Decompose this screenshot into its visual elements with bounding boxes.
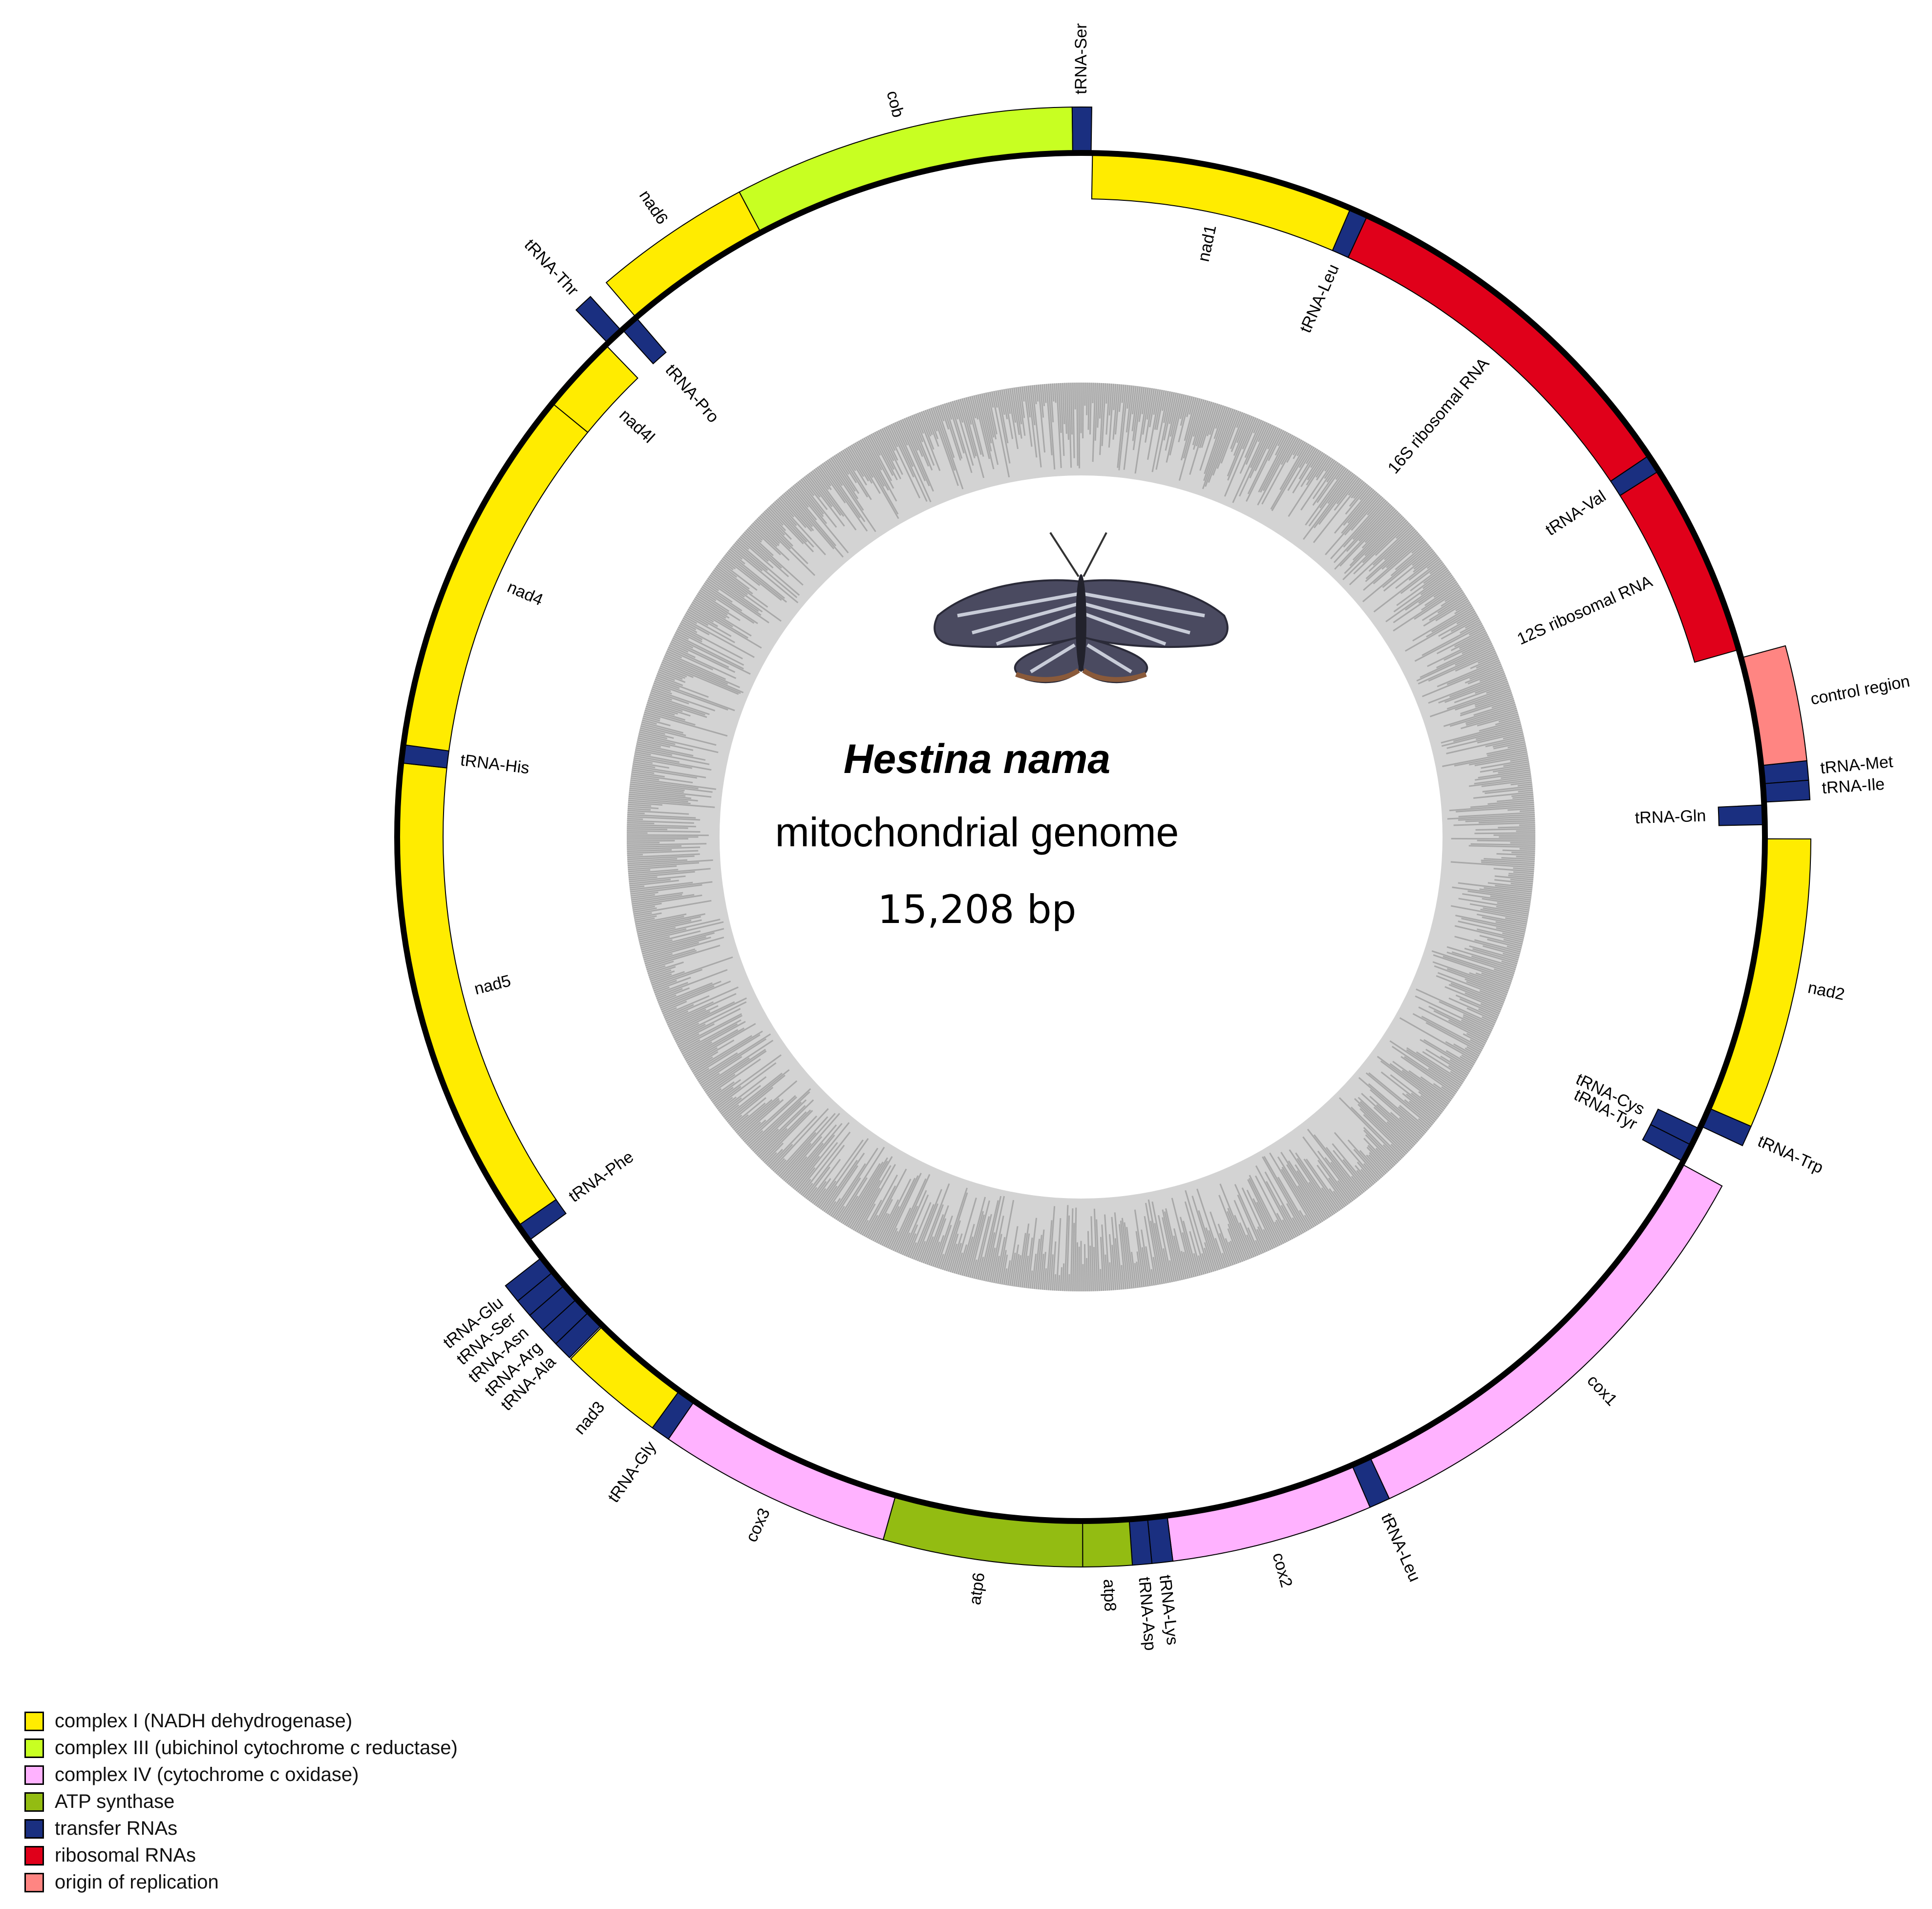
label-trna-trp-4: tRNA-Trp [1755,1132,1826,1177]
label-trna-met-0: tRNA-Met [1820,752,1894,777]
label-trna-val-35: tRNA-Val [1542,487,1609,539]
label-nad4-25: nad4 [505,578,546,609]
genome-size: 15,208 bp [877,887,1077,932]
label-trna-gln-2: tRNA-Gln [1635,807,1706,828]
feature-nad6-29 [605,191,761,317]
gc-content-ring [626,383,1535,1292]
label-nad4l-26: nad4l [616,406,658,447]
legend-swatch [24,1792,44,1812]
legend-label: complex III (ubichinol cytochrome c redu… [55,1737,458,1759]
label-trna-ser-31: tRNA-Ser [1072,23,1090,95]
legend-label: complex IV (cytochrome c oxidase) [55,1764,359,1785]
label-cob-30: cob [883,89,907,120]
legend-item: ribosomal RNAs [24,1842,458,1869]
feature-cox2-9 [1167,1466,1371,1562]
genome-subtitle: mitochondrial genome [775,809,1179,855]
legend-label: transfer RNAs [55,1818,178,1839]
butterfly-image [934,532,1229,684]
legend-item: complex III (ubichinol cytochrome c redu… [24,1735,458,1761]
genome-backbone-circle [394,150,1768,1524]
legend-label: ATP synthase [55,1791,175,1812]
label-cox2-9: cox2 [1269,1551,1296,1589]
legend: complex I (NADH dehydrogenase) complex II… [24,1708,458,1896]
legend-label: complex I (NADH dehydrogenase) [55,1710,353,1732]
label-trna-asp-11: tRNA-Asp [1135,1576,1160,1652]
legend-swatch [24,1738,44,1758]
legend-item: complex I (NADH dehydrogenase) [24,1708,458,1735]
feature-nad4-25 [404,404,589,751]
feature-trna-ile-1 [1764,779,1811,803]
butterfly-wing-border [1015,668,1147,682]
legend-swatch [24,1819,44,1839]
label-trna-gly-15: tRNA-Gly [604,1438,660,1506]
legend-swatch [24,1845,44,1866]
label-atp8-12: atp8 [1100,1579,1119,1612]
species-title: Hestina nama [843,736,1111,782]
label-atp6-13: atp6 [966,1571,989,1606]
feature-cob-30 [739,107,1073,232]
label-trna-thr-27: tRNA-Thr [521,236,582,300]
legend-item: ATP synthase [24,1788,458,1815]
feature-trna-ser-31 [1071,107,1092,152]
label-cox3-14: cox3 [742,1505,774,1545]
label-trna-leu-33: tRNA-Leu [1296,261,1342,336]
feature-atp8-12 [1082,1521,1133,1568]
legend-swatch [24,1711,44,1731]
butterfly-body [1076,574,1086,672]
legend-swatch [24,1765,44,1785]
label-nad1-32: nad1 [1194,223,1220,263]
label-nad6-29: nad6 [636,187,672,228]
label-trna-leu-8: tRNA-Leu [1378,1510,1424,1585]
label-trna-lys-10: tRNA-Lys [1156,1574,1182,1646]
butterfly-wing-pattern [957,592,1205,673]
legend-item: complex IV (cytochrome c oxidase) [24,1761,458,1788]
legend-label: origin of replication [55,1871,219,1893]
feature-cox1-7 [1370,1164,1723,1500]
gc-ring-bars [627,383,1535,1291]
feature-trna-gln-2 [1718,804,1763,826]
legend-swatch [24,1872,44,1892]
label-12s-ribosomal-rna-36: 12S ribosomal RNA [1514,572,1655,649]
label-trna-phe-22: tRNA-Phe [565,1147,637,1206]
label-nad5-23: nad5 [472,971,513,998]
feature-cox3-14 [667,1402,896,1541]
label-16s-ribosomal-rna-34: 16S ribosomal RNA [1384,354,1493,477]
feature-16s-ribosomal-rna-34 [1347,216,1648,482]
butterfly-right-wing [1082,579,1229,684]
feature-trna-asp-11 [1128,1519,1153,1566]
butterfly-left-wing [934,579,1081,684]
label-nad2-3: nad2 [1806,978,1847,1004]
butterfly-antennae [1049,532,1107,578]
label-cox1-7: cox1 [1583,1371,1621,1409]
label-nad3-16: nad3 [571,1398,609,1438]
label-trna-ile-1: tRNA-Ile [1821,775,1885,797]
label-trna-pro-28: tRNA-Pro [662,361,723,426]
legend-item: transfer RNAs [24,1815,458,1842]
feature-atp6-13 [882,1497,1083,1568]
label-control-region-37: control region [1809,672,1911,708]
legend-item: origin of replication [24,1869,458,1896]
legend-label: ribosomal RNAs [55,1845,196,1866]
